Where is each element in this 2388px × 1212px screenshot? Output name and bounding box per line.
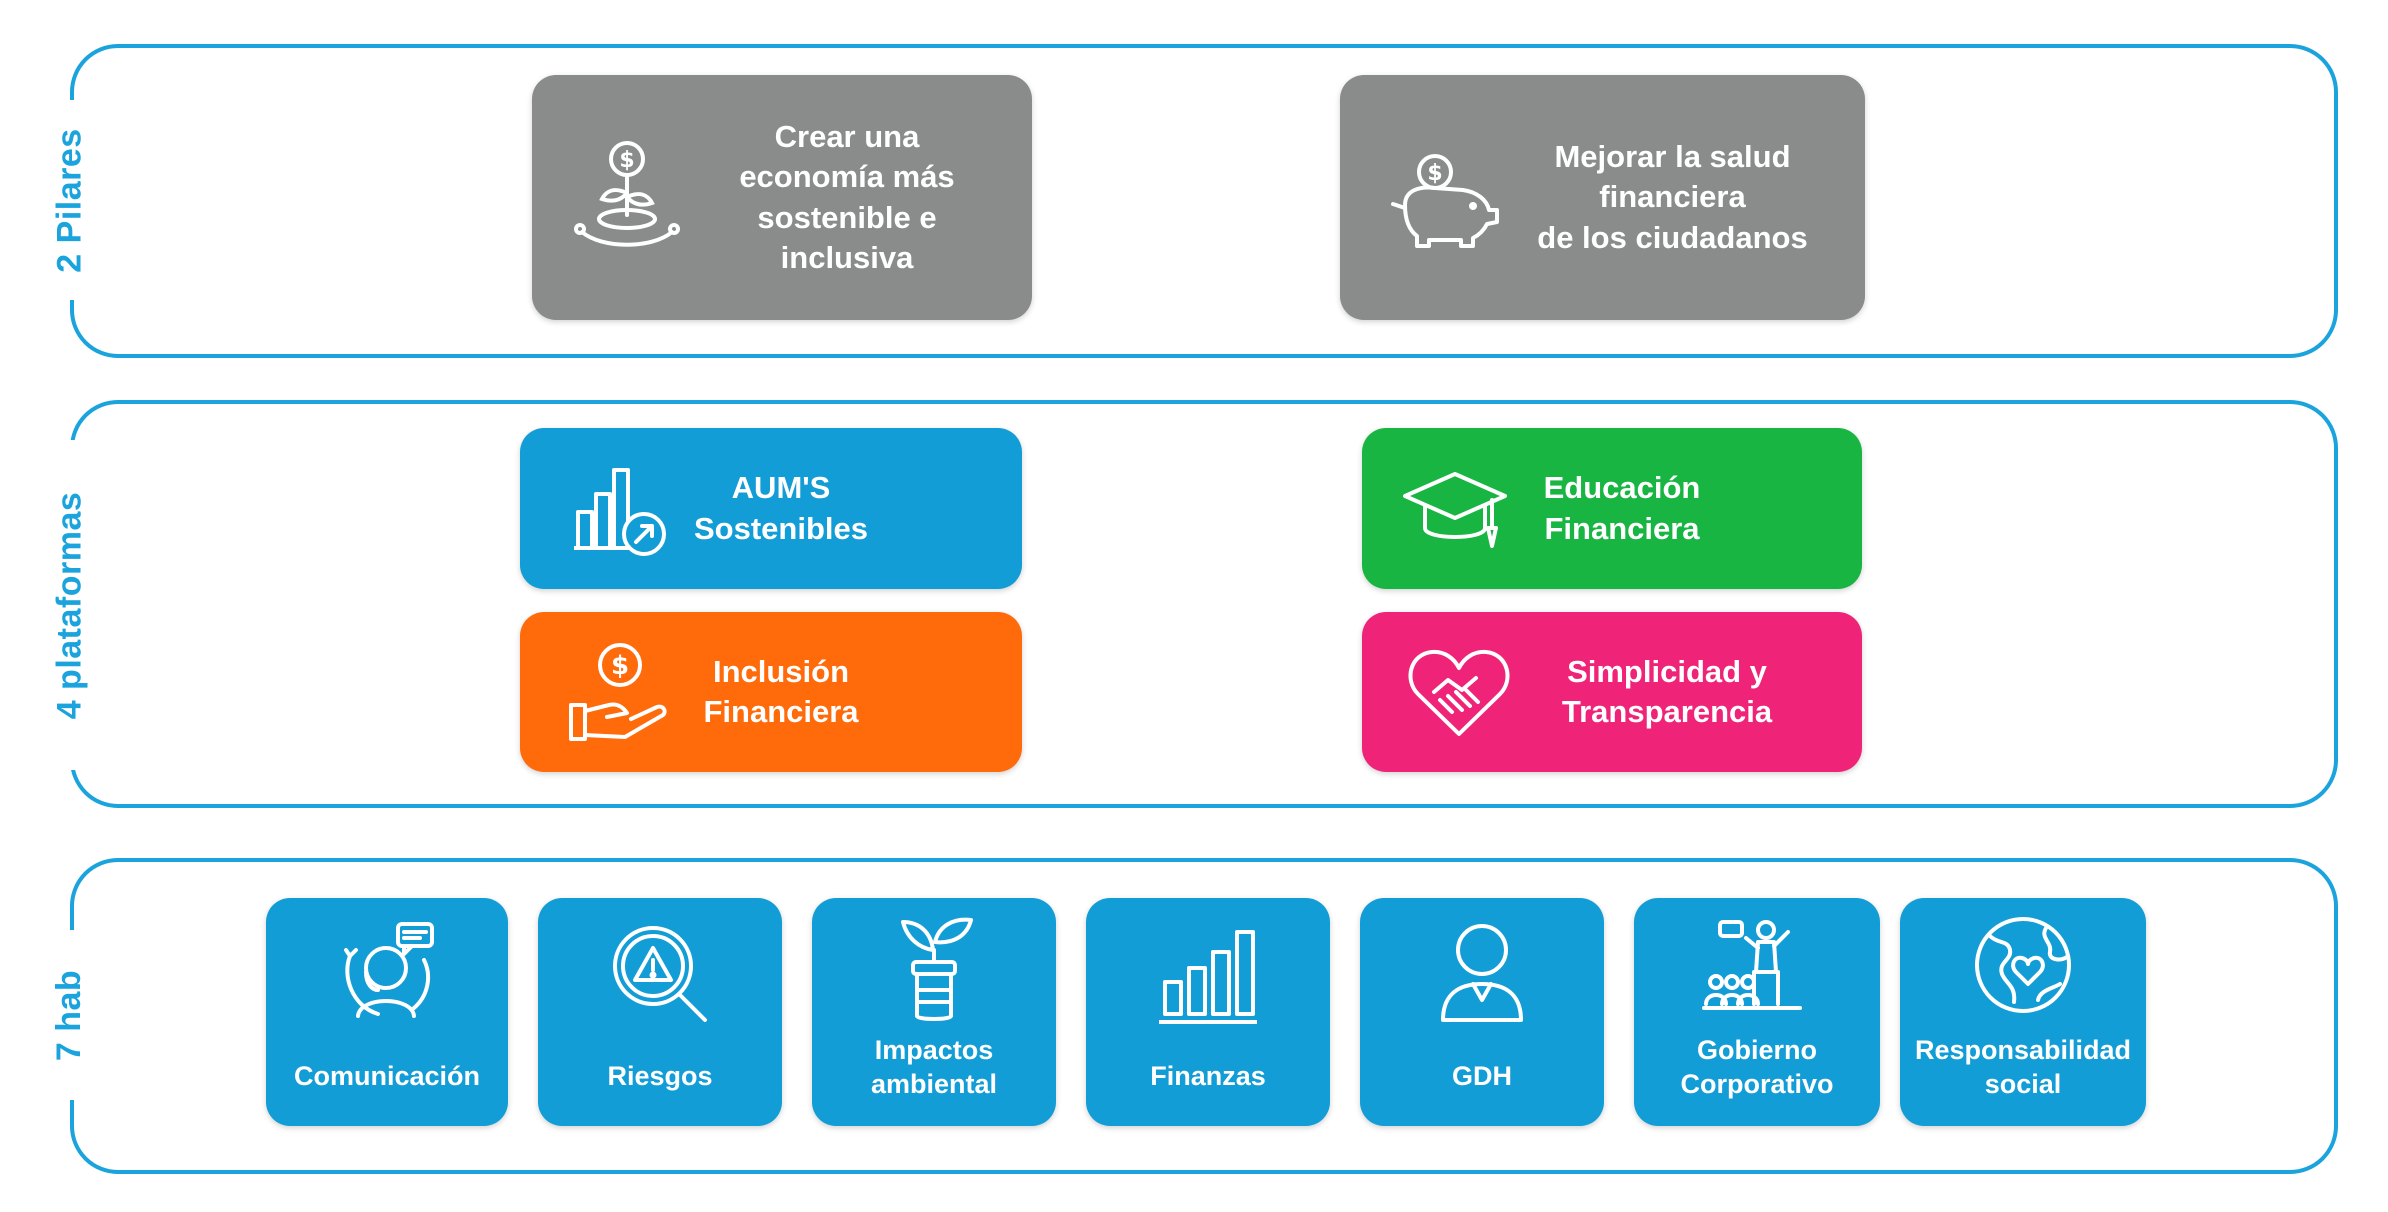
- hand-coin-icon: $: [569, 643, 667, 741]
- inclusion-line-1: Inclusión: [712, 653, 850, 689]
- globe-heart-icon: [1975, 917, 2071, 1013]
- magnifier-warning-icon: [613, 926, 707, 1022]
- simplicidad-line-2: Transparencia: [1561, 694, 1773, 729]
- bar-chart-icon: [1159, 930, 1257, 1024]
- pilar-1-line-1: Crear una: [774, 118, 920, 154]
- gdh-label: GDH: [1452, 1061, 1512, 1092]
- pilar-card-salud-financiera: $ Mejorar la salud financiera de los ciu…: [1340, 75, 1865, 320]
- plataforma-card-inclusion: $ Inclusión Financiera: [520, 612, 1022, 772]
- educacion-line-2: Financiera: [1544, 510, 1700, 546]
- pilar-1-line-2: economía más: [739, 159, 955, 195]
- inclusion-line-2: Financiera: [703, 694, 859, 729]
- educacion-line-1: Educación: [1543, 470, 1701, 506]
- growth-chart-icon: [574, 468, 666, 556]
- impactos-line-2: ambiental: [870, 1069, 998, 1099]
- plataforma-card-simplicidad: Simplicidad y Transparencia: [1362, 612, 1862, 772]
- simplicidad-line-1: Simplicidad y: [1567, 653, 1767, 689]
- pilar-1-line-4: inclusiva: [780, 239, 914, 275]
- finanzas-label: Finanzas: [1150, 1061, 1266, 1092]
- pilar-1-line-3: sostenible e: [757, 199, 937, 235]
- pilares-band-label: 2 Pilares: [10, 100, 130, 300]
- plataformas-label: 4 plataformas: [50, 491, 89, 719]
- plataformas-band-label: 4 plataformas: [10, 440, 130, 770]
- comunicacion-label: Comunicación: [293, 1061, 481, 1092]
- hab-card-impactos: Impactos ambiental: [812, 898, 1056, 1126]
- pilar-card-economia: $ Crear una economía más sostenible e in…: [532, 75, 1032, 320]
- hab-card-responsabilidad: Responsabilidad social: [1900, 898, 2146, 1126]
- responsabilidad-line-2: social: [1984, 1069, 2062, 1099]
- riesgos-label: Riesgos: [607, 1061, 713, 1092]
- responsabilidad-line-1: Responsabilidad: [1914, 1035, 2132, 1066]
- hab-band-label: 7 hab: [10, 930, 130, 1100]
- pilar-2-line-1: Mejorar la salud: [1554, 139, 1791, 175]
- plataforma-card-aums: AUM'S Sostenibles: [520, 428, 1022, 589]
- pilar-2-line-3: de los ciudadanos: [1537, 219, 1808, 255]
- graduation-cap-icon: [1403, 472, 1507, 548]
- piggy-bank-icon: $: [1391, 154, 1499, 248]
- pilares-band: [70, 44, 2338, 358]
- hab-card-finanzas: Finanzas: [1086, 898, 1330, 1126]
- aums-line-2: Sostenibles: [694, 510, 868, 546]
- plataforma-card-educacion: Educación Financiera: [1362, 428, 1862, 589]
- hab-card-riesgos: Riesgos: [538, 898, 782, 1126]
- presenter-audience-icon: [1702, 920, 1802, 1010]
- person-icon: [1441, 924, 1523, 1022]
- impactos-line-1: Impactos: [874, 1035, 994, 1066]
- svg-text:$: $: [611, 651, 629, 681]
- svg-text:$: $: [1427, 161, 1442, 186]
- pilares-label: 2 Pilares: [50, 127, 89, 273]
- hab-card-gobierno: Gobierno Corporativo: [1634, 898, 1880, 1126]
- plataformas-band: [70, 400, 2338, 808]
- sprout-jar-icon: [901, 917, 973, 1021]
- gobierno-line-2: Corporativo: [1680, 1069, 1834, 1099]
- gobierno-line-1: Gobierno: [1697, 1035, 1817, 1066]
- hab-label: 7 hab: [50, 969, 89, 1061]
- svg-text:$: $: [619, 148, 634, 173]
- person-chat-icon: [344, 922, 434, 1018]
- plant-money-icon: $: [574, 141, 680, 247]
- hab-card-gdh: GDH: [1360, 898, 1604, 1126]
- heart-handshake-icon: [1408, 649, 1510, 736]
- hab-card-comunicacion: Comunicación: [266, 898, 508, 1126]
- pilar-2-line-2: financiera: [1599, 179, 1746, 215]
- aums-line-1: AUM'S: [731, 470, 831, 506]
